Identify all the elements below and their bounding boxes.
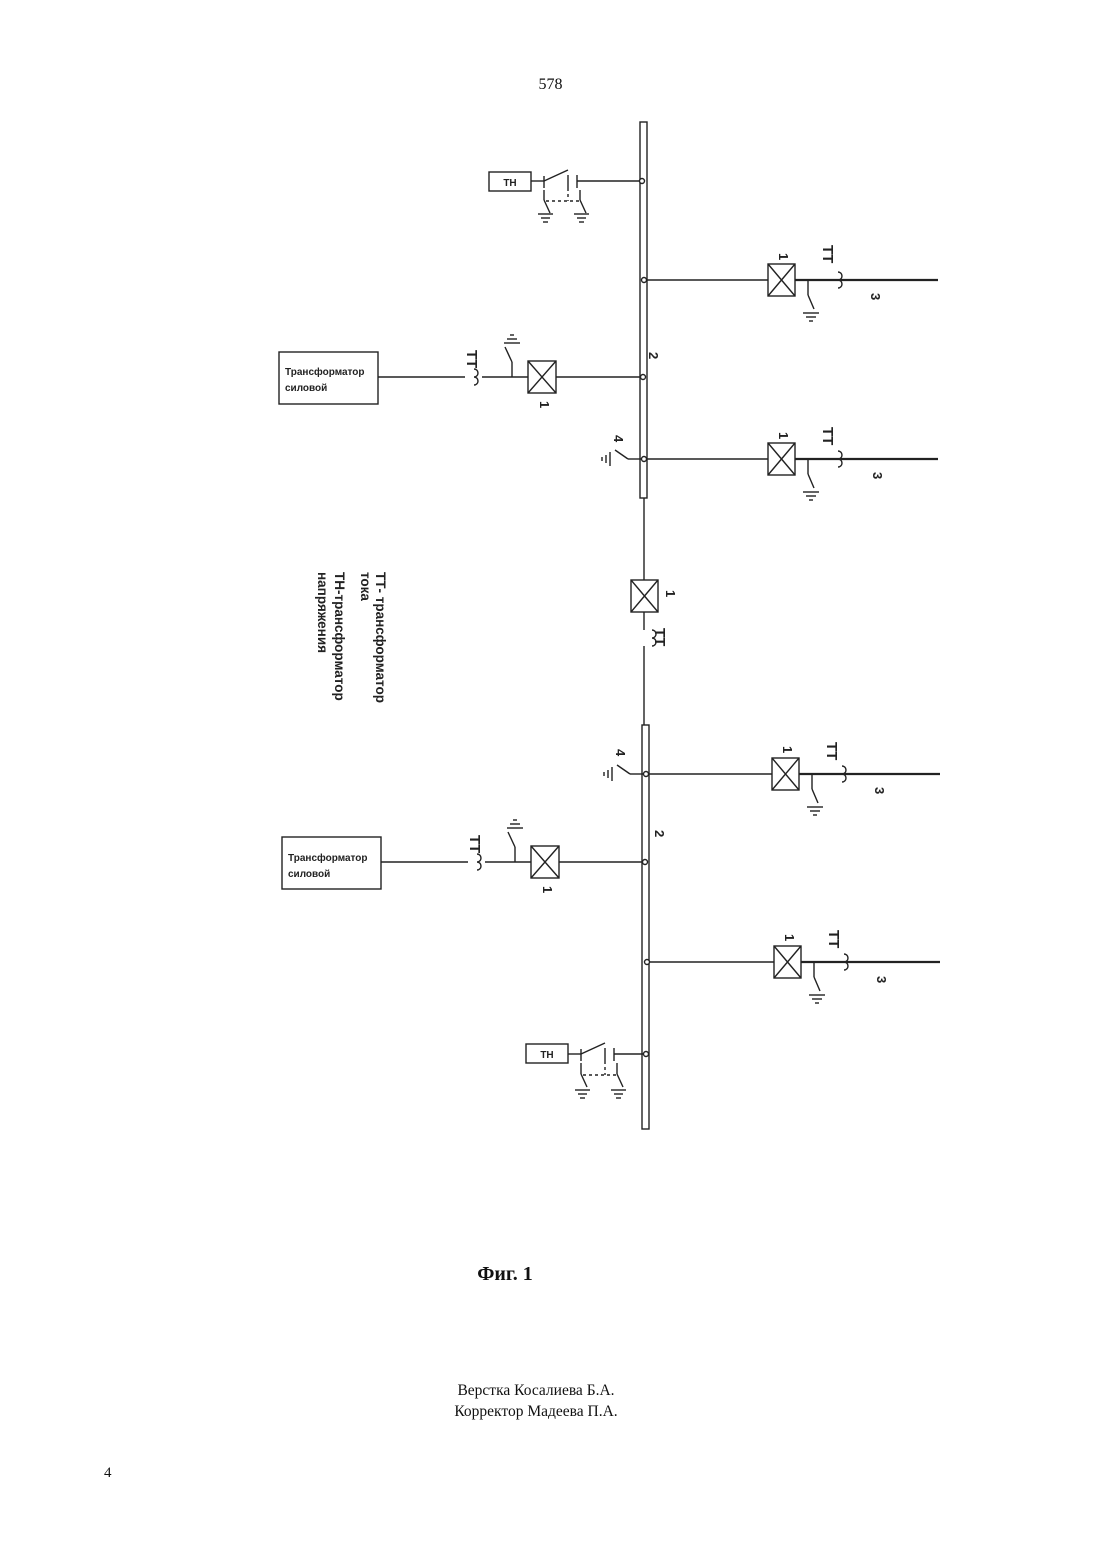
svg-text:ТТ: ТТ <box>819 427 836 445</box>
svg-text:силовой: силовой <box>288 869 330 880</box>
svg-text:3: 3 <box>874 976 889 983</box>
svg-text:ТТ: ТТ <box>651 628 668 646</box>
feeder-right-lower-1: 1 ТТ 3 <box>644 742 941 815</box>
transformer-label-lower: Трансформатор <box>288 852 368 864</box>
svg-text:1: 1 <box>776 253 791 260</box>
svg-text:4: 4 <box>611 435 626 443</box>
svg-text:1: 1 <box>776 432 791 439</box>
svg-text:напряжения: напряжения <box>315 572 330 653</box>
tn-label-lower: ТН <box>540 1050 553 1061</box>
tn-branch-upper: ТН <box>489 170 645 222</box>
feeder-right-upper-2: 1 ТТ 3 <box>642 427 939 500</box>
page-number: 4 <box>104 1465 112 1482</box>
svg-text:ТТ: ТТ <box>825 930 842 948</box>
credits: Верстка Косалиева Б.А. Корректор Мадеева… <box>0 1380 1072 1422</box>
earthing-switch-lower: 4 <box>604 749 646 781</box>
busbar-upper-number: 2 <box>646 352 661 359</box>
svg-text:ТТ: ТТ <box>466 835 483 853</box>
svg-text:ТТ: ТТ <box>463 350 480 368</box>
svg-text:4: 4 <box>613 749 628 757</box>
svg-text:ТТ- трансформатор: ТТ- трансформатор <box>373 572 388 703</box>
svg-text:ТН-трансформатор: ТН-трансформатор <box>332 572 347 701</box>
earthing-switch-upper: 4 <box>602 435 644 466</box>
svg-text:1: 1 <box>782 934 797 941</box>
svg-text:тока: тока <box>358 572 373 601</box>
tn-branch-lower: ТН <box>526 1043 649 1098</box>
credits-corrector: Корректор Мадеева П.А. <box>0 1401 1072 1422</box>
figure-caption: Фиг. 1 <box>0 1263 1010 1286</box>
feeder-right-upper-1: 1 ТТ 3 <box>642 245 939 321</box>
tn-label-upper: ТН <box>503 178 516 189</box>
svg-text:1: 1 <box>663 590 678 597</box>
transformer-label-upper: Трансформатор <box>285 366 365 378</box>
svg-text:силовой: силовой <box>285 383 327 394</box>
svg-text:1: 1 <box>540 886 555 893</box>
transformer-branch-upper: Трансформатор силовой ТТ 1 <box>279 335 646 408</box>
busbar-lower <box>642 725 649 1129</box>
feeder-right-lower-2: 1 ТТ 3 <box>645 930 941 1003</box>
legend: ТТ- трансформатор тока ТН-трансформатор … <box>315 572 388 703</box>
svg-text:3: 3 <box>868 293 883 300</box>
transformer-branch-lower: Трансформатор силовой ТТ 1 <box>282 820 648 893</box>
bus-section-breaker: 1 ТТ <box>631 498 678 725</box>
svg-text:2: 2 <box>652 830 667 837</box>
svg-text:1: 1 <box>780 746 795 753</box>
svg-text:ТТ: ТТ <box>819 245 836 263</box>
svg-text:3: 3 <box>870 472 885 479</box>
svg-text:1: 1 <box>537 401 552 408</box>
svg-text:ТТ: ТТ <box>823 742 840 760</box>
svg-text:3: 3 <box>872 787 887 794</box>
credits-layout: Верстка Косалиева Б.А. <box>0 1380 1072 1401</box>
